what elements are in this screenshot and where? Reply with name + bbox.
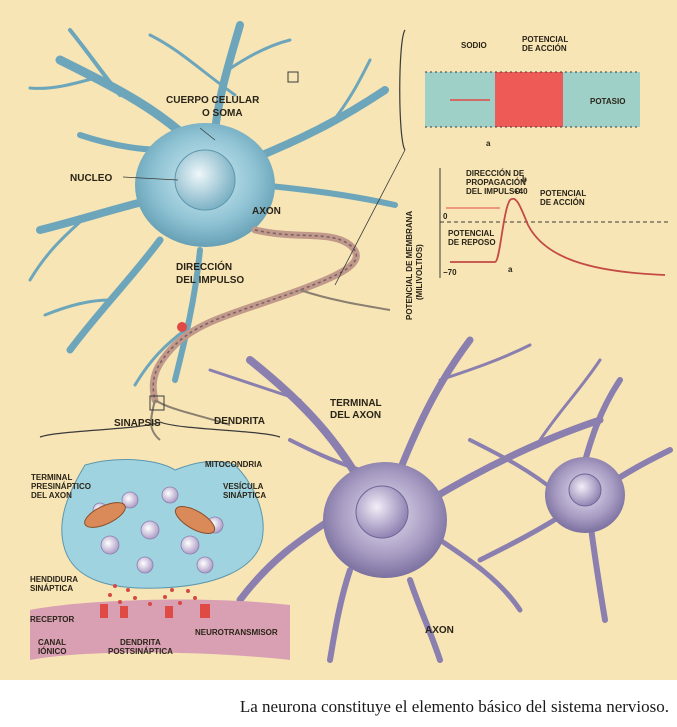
graph-tick-top: +40 [514, 187, 528, 196]
graph-pot-reposo-1: POTENCIAL [448, 229, 494, 238]
axon-label-bottom: AXON [425, 625, 454, 636]
direccion-impulso-label-1: DIRECCIÓN [176, 260, 232, 273]
action-potential-zone [495, 72, 563, 127]
vesicula-label-1: VESÍCULA [223, 482, 264, 491]
graph-tick-zero: 0 [443, 212, 448, 221]
dendrita-label: DENDRITA [214, 416, 265, 427]
dendrita-postsinaptica-2: POSTSINÁPTICA [108, 647, 173, 656]
sinapsis-label: SINAPSIS [114, 418, 161, 429]
canal-label-2: IÓNICO [38, 647, 66, 656]
hendidura-label-1: HENDIDURA [30, 575, 78, 584]
graph-marker-b: b [522, 175, 527, 184]
cuerpo-celular-label-2: O SOMA [202, 108, 243, 119]
dendrita-postsinaptica-1: DENDRITA [120, 638, 161, 647]
axon-label-top: AXON [252, 206, 281, 217]
terminal-presinaptico-2: PRESINÁPTICO [31, 482, 91, 491]
terminal-presinaptico-3: DEL AXON [31, 491, 72, 500]
terminal-axon-label-2: DEL AXON [330, 410, 381, 421]
receptor-label: RECEPTOR [30, 615, 75, 624]
vesicula-label-2: SINÁPTICA [223, 491, 266, 500]
graph-y-label-2: (MILIVOLTIOS) [415, 244, 424, 300]
graph-y-label-1: POTENCIAL DE MEMBRANA [405, 211, 414, 320]
mitocondria-label: MITOCONDRIA [205, 460, 262, 469]
terminal-axon-label-1: TERMINAL [330, 398, 382, 409]
cuerpo-celular-label-1: CUERPO CELULAR [166, 95, 260, 106]
potencial-accion-label-2: DE ACCIÓN [522, 44, 567, 53]
graph-tick-bottom: −70 [443, 268, 457, 277]
graph-marker-a: a [508, 265, 513, 274]
membrane-marker-a: a [486, 139, 491, 148]
graph-direccion-1: DIRECCIÓN DE [466, 169, 525, 178]
figure-caption: La neurona constituye el elemento básico… [0, 697, 677, 717]
terminal-presinaptico-1: TERMINAL [31, 473, 72, 482]
neuron-illustration: SODIO POTENCIAL DE ACCIÓN POTASIO a POTE… [0, 0, 677, 680]
sodio-label: SODIO [461, 41, 487, 50]
impulse-dot [177, 322, 187, 332]
nucleo-label: NUCLEO [70, 173, 112, 184]
graph-direccion-3: DEL IMPULSO [466, 187, 521, 196]
graph-pot-reposo-2: DE REPOSO [448, 238, 496, 247]
neurotransmisor-label: NEUROTRANSMISOR [195, 628, 278, 637]
graph-pot-accion-2: DE ACCIÓN [540, 198, 585, 207]
graph-direccion-2: PROPAGACIÓN [466, 178, 526, 187]
nucleus [175, 150, 235, 210]
right-nucleus [569, 474, 601, 506]
potasio-label: POTASIO [590, 97, 625, 106]
canal-label-1: CANAL [38, 638, 66, 647]
lower-nucleus [356, 486, 408, 538]
direccion-impulso-label-2: DEL IMPULSO [176, 275, 244, 286]
graph-pot-accion-1: POTENCIAL [540, 189, 586, 198]
potencial-accion-label-1: POTENCIAL [522, 35, 568, 44]
hendidura-label-2: SINÁPTICA [30, 584, 73, 593]
